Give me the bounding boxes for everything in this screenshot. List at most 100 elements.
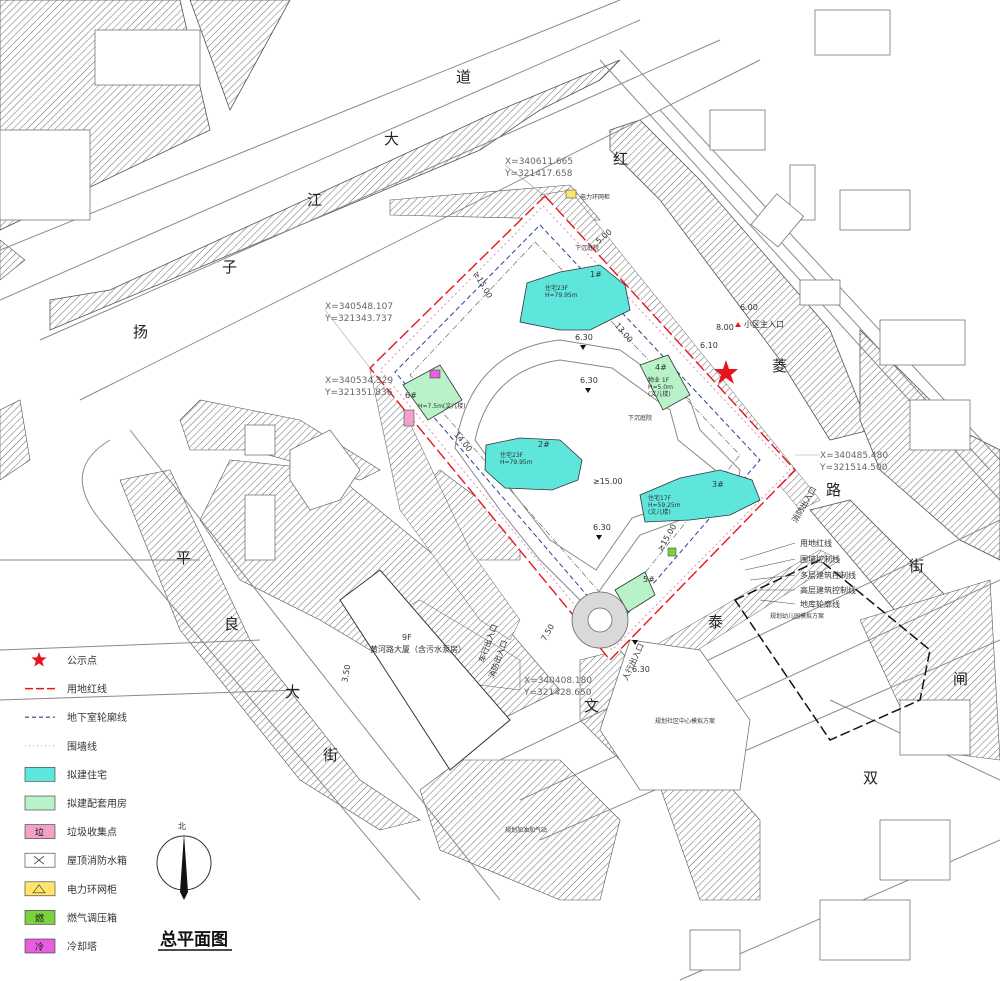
building-4-height: H=5.0m	[648, 384, 673, 391]
bldg-outline-13	[879, 819, 951, 881]
building-2-height: H=79.95m	[500, 459, 533, 466]
dim-750: 7.50	[539, 623, 556, 643]
road-pingliang-0: 平	[176, 549, 191, 567]
road-hongling-0: 红	[613, 150, 628, 168]
site	[369, 194, 796, 662]
legend-label: 拟建配套用房	[67, 797, 127, 810]
elevations: 6.30 6.30 6.30 6.30	[575, 333, 650, 674]
page-title: 总平面图	[160, 929, 228, 950]
gas-box-icon	[667, 547, 677, 557]
public-notice-point-icon	[714, 360, 738, 384]
residential-buildings: 1# 住宅23F H=79.95m 2# 住宅23F H=79.95m 3# 住…	[402, 189, 761, 649]
huanghe-name: 黄河路大厦（含污水泵房）	[370, 644, 466, 654]
road-yangzijiang-1: 子	[222, 258, 237, 276]
plan-gas-label: 规划加油加气站	[505, 826, 547, 834]
building-4-note: (文儿楼)	[648, 390, 671, 398]
site-line-legend-0: 用地红线	[800, 538, 832, 548]
bldg-outline-6	[799, 279, 841, 306]
legend-symbol-text-box-icon: 冷	[24, 938, 56, 954]
coordinates: X=340611.665 Y=321417.658 X=340548.107 Y…	[324, 157, 888, 698]
legend-item: 冷 冷却塔	[24, 938, 97, 954]
legend-label: 电力环网柜	[67, 883, 117, 896]
coord-bottom-y: Y=321428.650	[523, 688, 592, 698]
building-3-note: (文儿楼)	[648, 508, 671, 516]
legend-item: 燃 燃气调压箱	[24, 910, 117, 925]
bldg-outline-5	[750, 193, 805, 248]
basement-ramp	[571, 591, 629, 649]
bldg-outline-14	[819, 899, 911, 961]
svg-text:垃: 垃	[35, 827, 44, 839]
road-shuangzha-2: 双	[863, 769, 878, 787]
north-arrow: 北	[156, 822, 212, 900]
legend-item: 用地红线	[25, 683, 107, 696]
bldg-outline-12	[899, 699, 971, 756]
coord-right-x: X=340485.480	[820, 451, 888, 461]
bldg-outline-9	[244, 424, 276, 456]
road-names: 扬 子 江 大 道 红 菱 路 平 良 大 街 文 泰 街 闸 双	[133, 68, 968, 787]
dim-600: 6.00	[740, 303, 758, 312]
building-1-label: 住宅23F	[545, 284, 569, 292]
legend-symbol-triangle-box-icon	[24, 881, 56, 897]
site-line-legend-3: 高层建筑控制线	[800, 585, 856, 595]
bldg-outline-17	[94, 29, 201, 86]
legend-item: 屋顶消防水箱	[24, 852, 127, 868]
coord-upper-left-y: Y=321343.737	[324, 314, 392, 324]
legend-item: 垃 垃圾收集点	[24, 824, 117, 839]
road-pingliang-1: 良	[224, 615, 239, 633]
road-yangzijiang-0: 扬	[133, 323, 148, 341]
wall-line	[379, 205, 791, 651]
main-entrance-label: 小区主入口	[744, 319, 784, 329]
coord-bottom-x: X=340408.180	[524, 676, 592, 686]
block-right-strip	[609, 119, 871, 441]
road-pingliang-2: 大	[285, 683, 300, 701]
road-wentai-1: 泰	[708, 613, 723, 631]
block-left-mid	[0, 399, 31, 481]
legend-item: 拟建配套用房	[24, 795, 127, 811]
legend-item: 围墙线	[25, 740, 97, 753]
bldg-outline-16	[0, 129, 91, 221]
title-block: 总平面图	[158, 929, 232, 951]
road-hongling-1: 菱	[772, 357, 787, 375]
power-box-icon	[565, 189, 577, 199]
dim-800: 8.00	[716, 323, 734, 332]
legend-label: 燃气调压箱	[67, 911, 117, 924]
road-yangzijiang-3: 大	[384, 130, 399, 148]
legend-symbol-star-icon	[31, 652, 47, 667]
building-6-height: H=7.5m(文儿楼)	[418, 402, 466, 410]
dim-350: 3.50	[340, 664, 352, 683]
building-1: 1# 住宅23F H=79.95m	[519, 264, 631, 331]
coord-right-y: Y=321514.500	[819, 463, 888, 473]
dim-1500-mid: ≥15.00	[593, 477, 623, 486]
legend-symbol-cross-box-icon	[24, 852, 56, 868]
site-line-legend-2: 多层建筑控制线	[800, 570, 856, 580]
elevation-2: 6.30	[575, 333, 593, 342]
north-label: 北	[178, 822, 186, 831]
plan-center-label: 规划社区中心模拟方案	[655, 717, 715, 725]
legend-symbol-fill-icon	[24, 795, 56, 811]
legend-label: 地下室轮廓线	[67, 711, 127, 724]
legend-item: 公示点	[31, 652, 97, 667]
building-3-number: 3#	[712, 480, 724, 489]
road-shuangzha-0: 街	[909, 557, 924, 575]
svg-text:燃: 燃	[35, 912, 44, 924]
building-2: 2# 住宅23F H=79.95m	[484, 437, 583, 491]
down-ramp-mid-label: 下沉庭院	[628, 414, 652, 422]
plan-school-outline	[733, 559, 931, 741]
svg-text:冷: 冷	[35, 941, 44, 953]
legend-label: 冷却塔	[67, 940, 97, 953]
road-pingliang-3: 街	[323, 746, 338, 764]
site-line-legend-1: 围墙控制线	[800, 554, 840, 564]
down-ramp-top-label: 下沉庭院	[575, 244, 599, 252]
block-top-a	[189, 0, 291, 111]
power-box-label: 电力环网柜	[580, 193, 610, 201]
road-hongling-2: 路	[826, 481, 841, 499]
building-2-label: 住宅23F	[500, 451, 524, 459]
road-wentai-0: 文	[584, 697, 599, 715]
building-3-height: H=59.25m	[648, 502, 681, 509]
block-left-small	[0, 239, 26, 281]
legend: 公示点用地红线地下室轮廓线围墙线拟建住宅拟建配套用房垃垃圾收集点屋顶消防水箱电力…	[24, 652, 127, 954]
legend-label: 垃圾收集点	[67, 826, 117, 839]
bldg-outline-15	[689, 929, 741, 971]
dim-610: 6.10	[700, 341, 718, 350]
coord-left-y: Y=321351.836	[324, 388, 393, 398]
